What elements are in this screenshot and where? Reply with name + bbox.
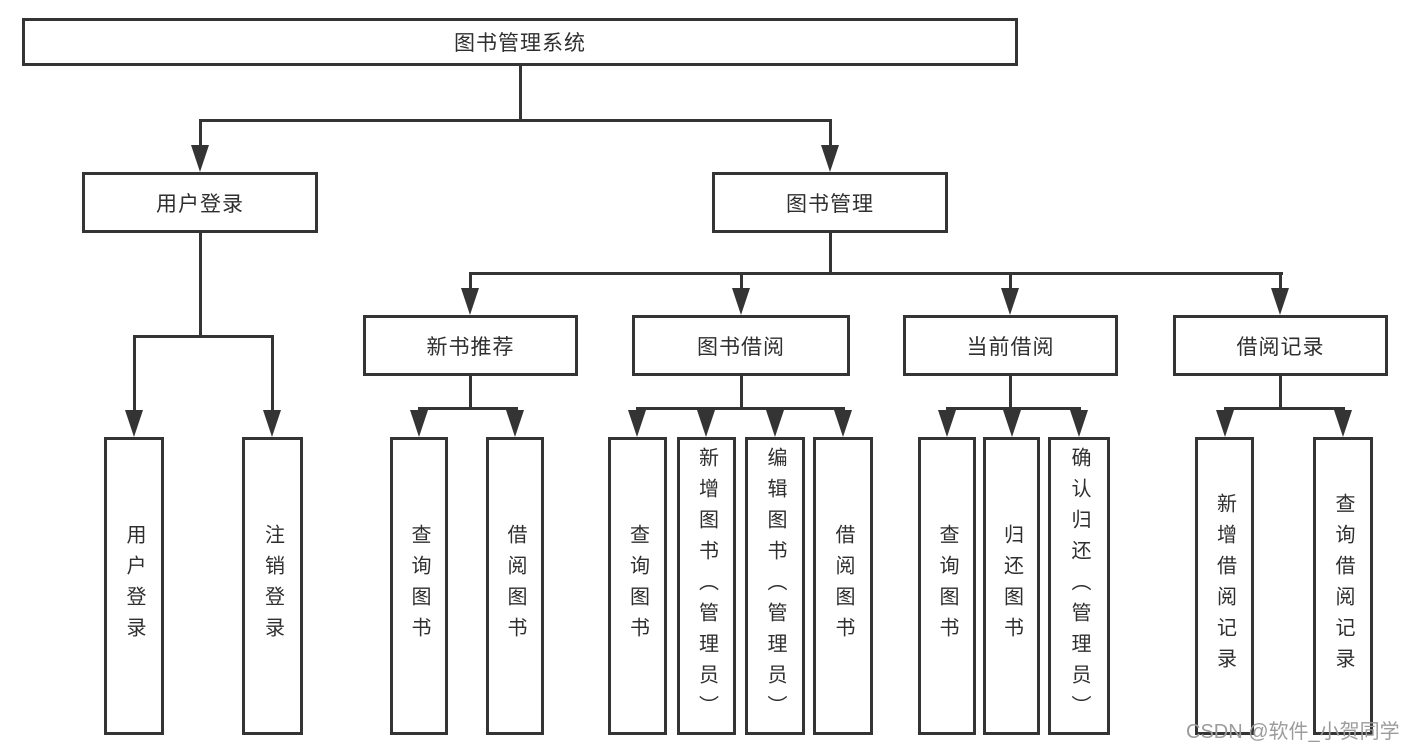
leaf-return-book-label: 归还图书	[1000, 524, 1023, 648]
arrow-down-icon	[821, 145, 839, 172]
leaf-query-book-current-label: 查询图书	[936, 524, 958, 648]
node-book-mgmt: 图书管理	[712, 172, 948, 233]
leaf-user-login-label: 用户登录	[123, 524, 145, 648]
leaf-add-book-label: 新增图书（管理员）	[695, 446, 718, 726]
connector-new-book-rec-stem	[469, 376, 472, 407]
arrow-down-icon	[697, 410, 715, 437]
connector-drop-user-login	[199, 122, 202, 148]
node-book-borrow-label: 图书借阅	[697, 335, 785, 359]
arrow-down-icon	[191, 145, 209, 172]
node-book-borrow: 图书借阅	[632, 315, 850, 376]
arrow-down-icon	[506, 410, 524, 437]
node-root-label: 图书管理系统	[454, 32, 586, 55]
leaf-query-book-borrow-label: 查询图书	[626, 524, 649, 648]
node-new-book-rec-label: 新书推荐	[426, 335, 515, 359]
arrow-down-icon	[732, 288, 750, 315]
connector-current-borrow-bar	[946, 407, 1081, 410]
connector-user-login-stem	[199, 233, 202, 335]
connector-book-borrow-stem	[740, 376, 743, 407]
node-borrow-record: 借阅记录	[1173, 315, 1388, 376]
arrow-down-icon	[410, 410, 428, 437]
leaf-logout: 注销登录	[242, 437, 303, 735]
node-current-borrow: 当前借阅	[903, 315, 1118, 376]
arrow-down-icon	[1271, 288, 1289, 315]
connector-user-login-bar	[133, 335, 274, 338]
leaf-borrow-book-rec: 借阅图书	[486, 437, 544, 735]
arrow-down-icon	[766, 410, 784, 437]
leaf-query-book-borrow: 查询图书	[608, 437, 667, 735]
leaf-borrow-book-borrow-label: 借阅图书	[832, 524, 854, 648]
leaf-borrow-book-rec-label: 借阅图书	[504, 524, 526, 648]
connector-drop-book-mgmt	[829, 122, 832, 148]
node-root: 图书管理系统	[22, 18, 1018, 66]
connector-book-borrow-bar	[636, 407, 845, 410]
connector-drop-current-borrow	[1009, 275, 1012, 289]
leaf-edit-book: 编辑图书（管理员）	[745, 437, 805, 735]
arrow-down-icon	[1070, 410, 1088, 437]
leaf-query-book-current: 查询图书	[918, 437, 976, 735]
node-current-borrow-label: 当前借阅	[966, 335, 1055, 359]
leaf-query-borrow-record-label: 查询借阅记录	[1332, 493, 1354, 679]
connector-drop-leaf-user-login	[133, 338, 136, 412]
connector-root-bar	[199, 119, 832, 122]
leaf-logout-label: 注销登录	[261, 524, 284, 648]
connector-root-stem	[519, 66, 522, 119]
leaf-query-book-rec: 查询图书	[390, 437, 448, 735]
arrow-down-icon	[263, 410, 281, 437]
node-user-login: 用户登录	[82, 172, 318, 233]
connector-drop-borrow-record	[1279, 275, 1282, 289]
arrow-down-icon	[1001, 288, 1019, 315]
arrow-down-icon	[834, 410, 852, 437]
arrow-down-icon	[1334, 410, 1352, 437]
arrow-down-icon	[1216, 410, 1234, 437]
leaf-add-borrow-record-label: 新增借阅记录	[1213, 493, 1236, 679]
watermark: CSDN @软件_小贺同学	[1186, 721, 1400, 743]
leaf-add-borrow-record: 新增借阅记录	[1195, 437, 1254, 735]
leaf-user-login: 用户登录	[104, 437, 164, 735]
arrow-down-icon	[938, 410, 956, 437]
connector-borrow-record-bar	[1224, 407, 1345, 410]
connector-borrow-record-stem	[1279, 376, 1282, 407]
connector-new-book-rec-bar	[418, 407, 518, 410]
leaf-query-book-rec-label: 查询图书	[408, 524, 430, 648]
connector-current-borrow-stem	[1009, 376, 1012, 407]
arrow-down-icon	[461, 288, 479, 315]
node-user-login-label: 用户登录	[156, 192, 244, 216]
arrow-down-icon	[628, 410, 646, 437]
node-new-book-rec: 新书推荐	[363, 315, 578, 376]
connector-drop-leaf-logout	[271, 338, 274, 412]
leaf-query-borrow-record: 查询借阅记录	[1313, 437, 1373, 735]
connector-book-mgmt-bar	[469, 272, 1283, 275]
connector-drop-book-borrow	[740, 275, 743, 289]
node-borrow-record-label: 借阅记录	[1236, 335, 1325, 359]
connector-drop-new-book-rec	[469, 275, 472, 289]
node-book-mgmt-label: 图书管理	[786, 192, 874, 216]
leaf-edit-book-label: 编辑图书（管理员）	[764, 446, 786, 726]
leaf-confirm-return-label: 确认归还（管理员）	[1068, 446, 1090, 726]
arrow-down-icon	[1003, 410, 1021, 437]
arrow-down-icon	[125, 410, 143, 437]
leaf-return-book: 归还图书	[983, 437, 1040, 735]
connector-book-mgmt-stem	[829, 233, 832, 272]
leaf-borrow-book-borrow: 借阅图书	[813, 437, 873, 735]
leaf-add-book: 新增图书（管理员）	[677, 437, 736, 735]
leaf-confirm-return: 确认归还（管理员）	[1048, 437, 1110, 735]
